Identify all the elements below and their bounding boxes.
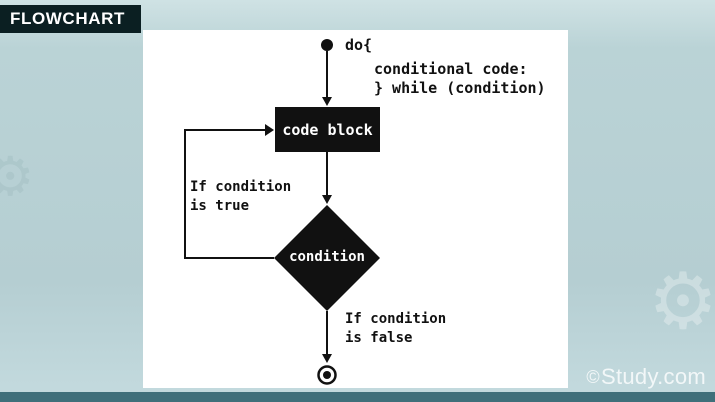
gear-icon: ⚙ [648,257,715,345]
code-snippet: conditional code: } while (condition) [374,60,546,98]
bottom-bar [0,392,715,402]
process-code-block: code block [275,107,380,152]
do-label: do{ [345,36,373,54]
copyright-icon: © [586,367,600,387]
false-branch-label: If condition is false [345,310,446,348]
false-branch-label-line: If condition [345,311,447,327]
page-title: FLOWCHART [0,5,141,33]
gear-icon: ⚙ [0,147,35,207]
true-branch-label-line: If condition [190,179,292,195]
studycom-watermark: ©Study.com [586,364,706,390]
decision-label: condition [289,249,365,265]
true-branch-label: If condition is true [190,178,291,216]
true-branch-label-line: is true [190,198,250,214]
code-line: } while (condition) [374,79,546,97]
false-branch-label-line: is false [345,330,413,346]
code-line: conditional code: [374,60,528,78]
studycom-watermark-text: Study.com [601,364,706,389]
